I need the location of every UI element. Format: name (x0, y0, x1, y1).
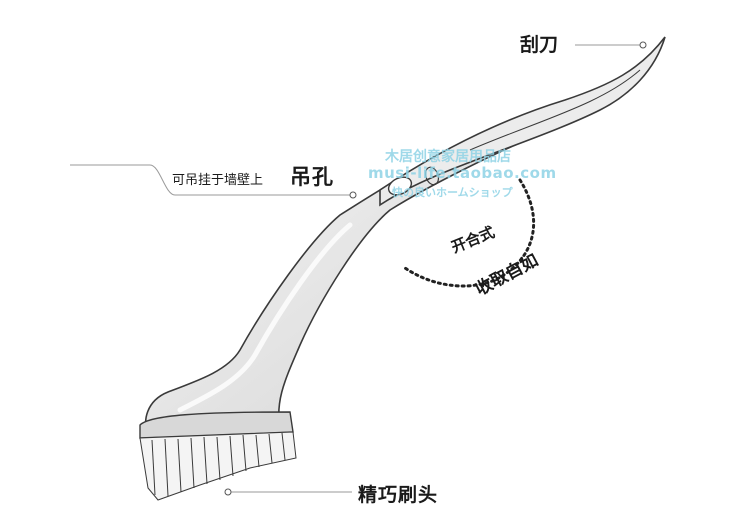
watermark-url: musi-life.taobao.com (368, 164, 557, 182)
scraper-label: 刮刀 (520, 34, 559, 56)
brush-head-label: 精巧刷头 (358, 484, 439, 506)
leader-lines (70, 44, 640, 493)
handle-highlight (177, 222, 353, 413)
scraper-blade (379, 36, 666, 207)
watermark-slogan: 快の良いホームショップ (392, 186, 513, 199)
bristles (139, 431, 297, 501)
blade-inner-edge (469, 69, 641, 151)
hole-marker (349, 191, 357, 199)
scraper-marker (639, 41, 647, 49)
head-marker (224, 488, 232, 496)
pivot-joint (424, 166, 440, 186)
watermark-shop-name: 木居创意家居用品店 (385, 149, 511, 165)
brush-head-base (139, 411, 294, 439)
hanging-hole (387, 176, 413, 196)
hanging-hole-description: 可吊挂于墙壁上 (172, 173, 264, 188)
hanging-hole-label: 吊孔 (290, 165, 334, 189)
fold-arc (403, 178, 536, 288)
